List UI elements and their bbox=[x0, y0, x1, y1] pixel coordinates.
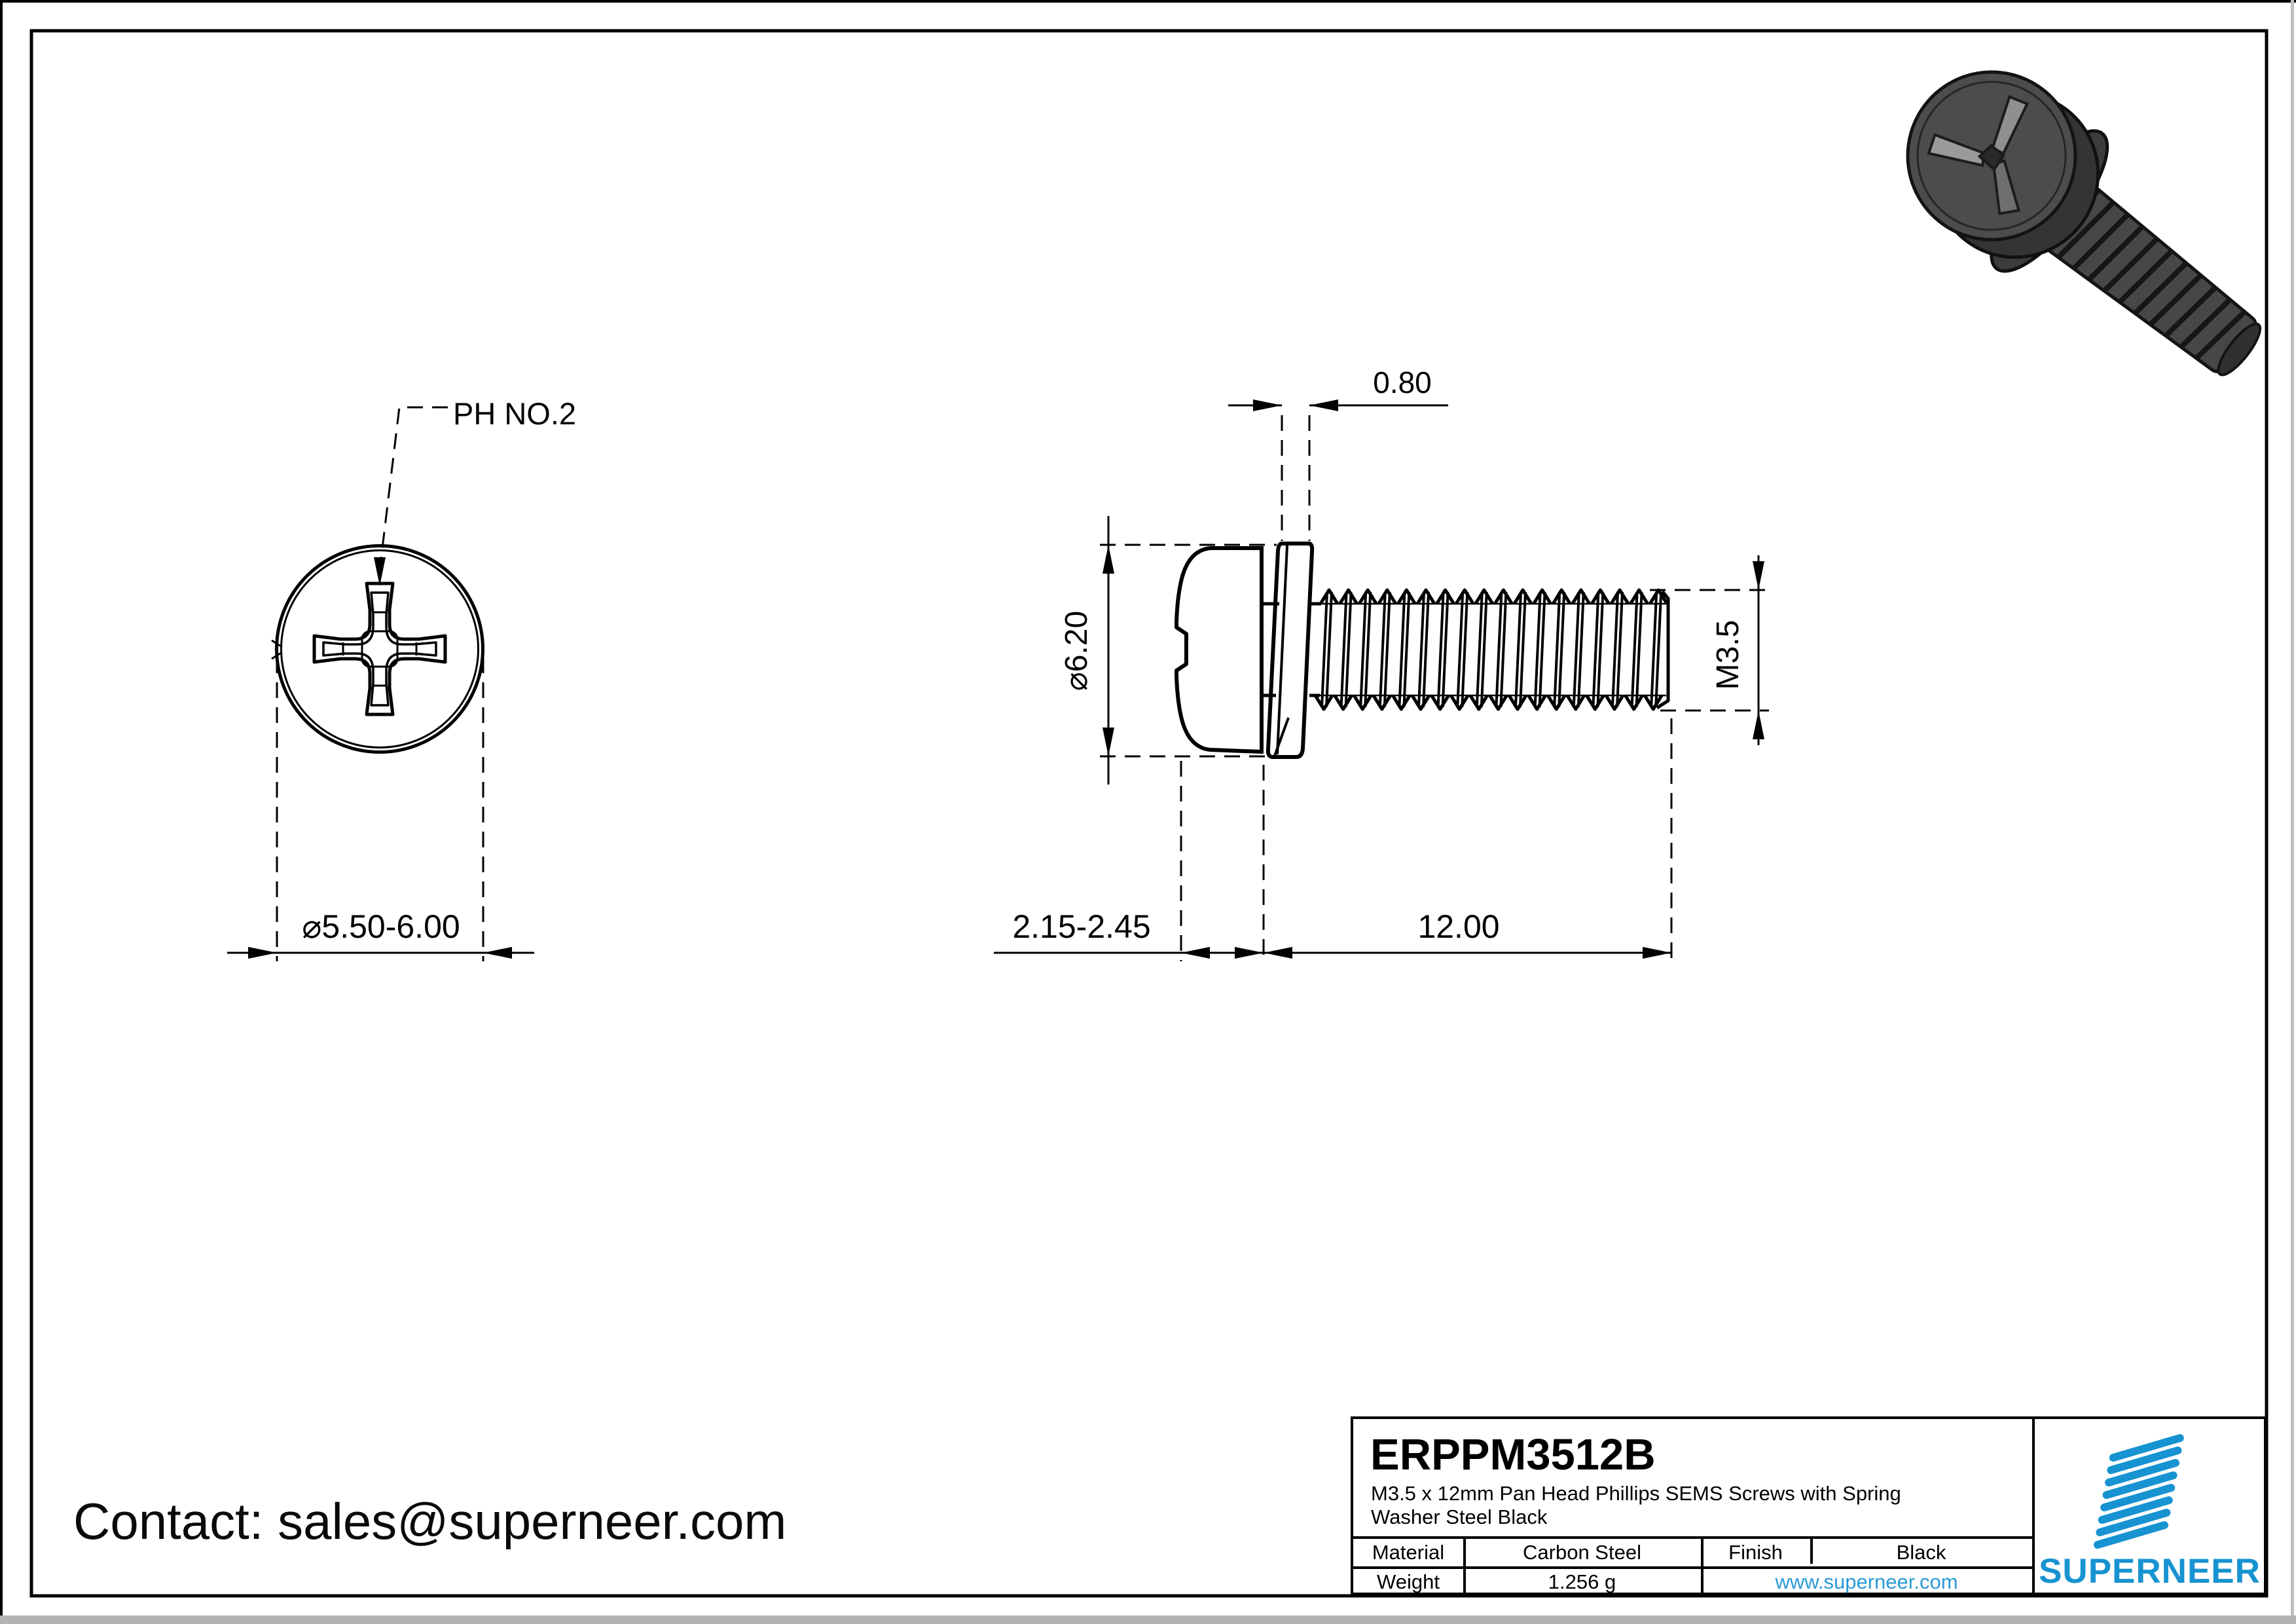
weight-label: Weight bbox=[1377, 1570, 1440, 1593]
drive-callout: PH NO.2 bbox=[374, 396, 576, 586]
extension-lines bbox=[1100, 544, 1277, 758]
length-dimensions: 2.15-2.45 12.00 bbox=[994, 718, 1673, 961]
thread-length-label: 12.00 bbox=[1417, 908, 1499, 945]
leader-line bbox=[379, 406, 448, 565]
leader-arrow bbox=[374, 557, 386, 586]
arrowhead bbox=[1264, 947, 1292, 959]
arrowhead bbox=[1102, 728, 1114, 756]
extension-lines bbox=[276, 657, 484, 961]
material-value: Carbon Steel bbox=[1523, 1541, 1641, 1564]
shank-root-lines bbox=[1262, 602, 1321, 697]
pan-head-profile bbox=[1175, 546, 1262, 754]
table-col-divider bbox=[1701, 1536, 1704, 1593]
logo-divider bbox=[2032, 1419, 2035, 1593]
arrowhead bbox=[1753, 710, 1764, 739]
screw-tip bbox=[2217, 322, 2262, 377]
thread-crests bbox=[1313, 588, 1669, 711]
thread-spec-label: M3.5 bbox=[1711, 620, 1745, 690]
screw-head-rim bbox=[1916, 81, 2067, 231]
phillips-cross-inner bbox=[322, 591, 437, 707]
brand-logo-cell: SUPERNEER bbox=[2035, 1419, 2265, 1593]
table-top-divider bbox=[1353, 1536, 2032, 1539]
arrowhead bbox=[1253, 399, 1282, 411]
title-block: ERPPM3512B M3.5 x 12mm Pan Head Phillips… bbox=[1351, 1416, 2267, 1595]
thread-flanks bbox=[1321, 591, 1663, 708]
website-link[interactable]: www.superneer.com bbox=[1775, 1570, 1958, 1593]
front-diameter-dimension: ⌀5.50-6.00 bbox=[227, 657, 534, 961]
description-line-1: M3.5 x 12mm Pan Head Phillips SEMS Screw… bbox=[1371, 1482, 1901, 1505]
washer-diameter-label: ⌀6.20 bbox=[1059, 611, 1094, 691]
table-row-divider bbox=[1353, 1566, 2032, 1569]
washer-thickness-dimension: 0.80 bbox=[1228, 365, 1448, 541]
brand-logo-icon bbox=[2094, 1434, 2184, 1549]
screw-phillips-recess bbox=[1927, 95, 2030, 215]
washer-diameter-dimension: ⌀6.20 bbox=[1059, 516, 1277, 784]
drive-label: PH NO.2 bbox=[453, 396, 576, 431]
page-right-edge bbox=[2291, 0, 2294, 1624]
washer-edge-line bbox=[1276, 545, 1288, 755]
arrowhead bbox=[1753, 561, 1764, 590]
head-inner-circle bbox=[280, 549, 479, 748]
finish-value: Black bbox=[1896, 1541, 1946, 1564]
page-top-edge bbox=[0, 0, 2296, 3]
extension-lines bbox=[1180, 718, 1673, 961]
washer-thickness-label: 0.80 bbox=[1373, 365, 1432, 399]
arrowhead bbox=[248, 947, 277, 959]
arrowhead bbox=[1102, 545, 1114, 574]
weight-value: 1.256 g bbox=[1548, 1570, 1616, 1593]
arrowhead bbox=[1235, 947, 1264, 959]
front-view bbox=[271, 544, 484, 754]
phillips-center-square bbox=[361, 630, 399, 668]
head-diameter-label: ⌀5.50-6.00 bbox=[302, 908, 460, 945]
arrowhead bbox=[1181, 947, 1210, 959]
part-number: ERPPM3512B bbox=[1370, 1430, 1656, 1479]
table-col-divider bbox=[1810, 1536, 1813, 1564]
thread-end-chamfer bbox=[1656, 590, 1670, 710]
head-outer-circle bbox=[275, 544, 484, 754]
thread-spec-dimension: M3.5 bbox=[1650, 555, 1769, 745]
extension-lines bbox=[1650, 589, 1769, 712]
brand-name: SUPERNEER bbox=[2039, 1552, 2261, 1591]
spring-washer bbox=[1266, 542, 1315, 759]
phillips-cross-outer bbox=[312, 581, 447, 716]
material-label: Material bbox=[1372, 1541, 1445, 1564]
phillips-flank-ticks bbox=[342, 611, 418, 687]
part-description: M3.5 x 12mm Pan Head Phillips SEMS Screw… bbox=[1371, 1482, 1999, 1529]
website-cell: www.superneer.com bbox=[1701, 1568, 2032, 1595]
description-line-2: Washer Steel Black bbox=[1371, 1505, 1548, 1528]
washer-split-line bbox=[1273, 717, 1290, 756]
drawing-frame bbox=[29, 29, 2269, 1598]
arrowhead bbox=[1643, 947, 1671, 959]
page-left-edge bbox=[0, 0, 3, 1624]
table-col-divider bbox=[1463, 1536, 1466, 1593]
arrowhead bbox=[1309, 399, 1338, 411]
contact-line: Contact: sales@superneer.com bbox=[73, 1492, 787, 1550]
arrowhead bbox=[483, 947, 512, 959]
screw-3d-image bbox=[1906, 70, 2262, 377]
extension-lines bbox=[1281, 415, 1311, 541]
finish-label: Finish bbox=[1728, 1541, 1783, 1564]
head-edge-notch bbox=[271, 639, 283, 660]
head-height-label: 2.15-2.45 bbox=[1012, 908, 1150, 945]
page-bottom-edge bbox=[0, 1615, 2296, 1624]
side-view bbox=[1175, 542, 1670, 759]
